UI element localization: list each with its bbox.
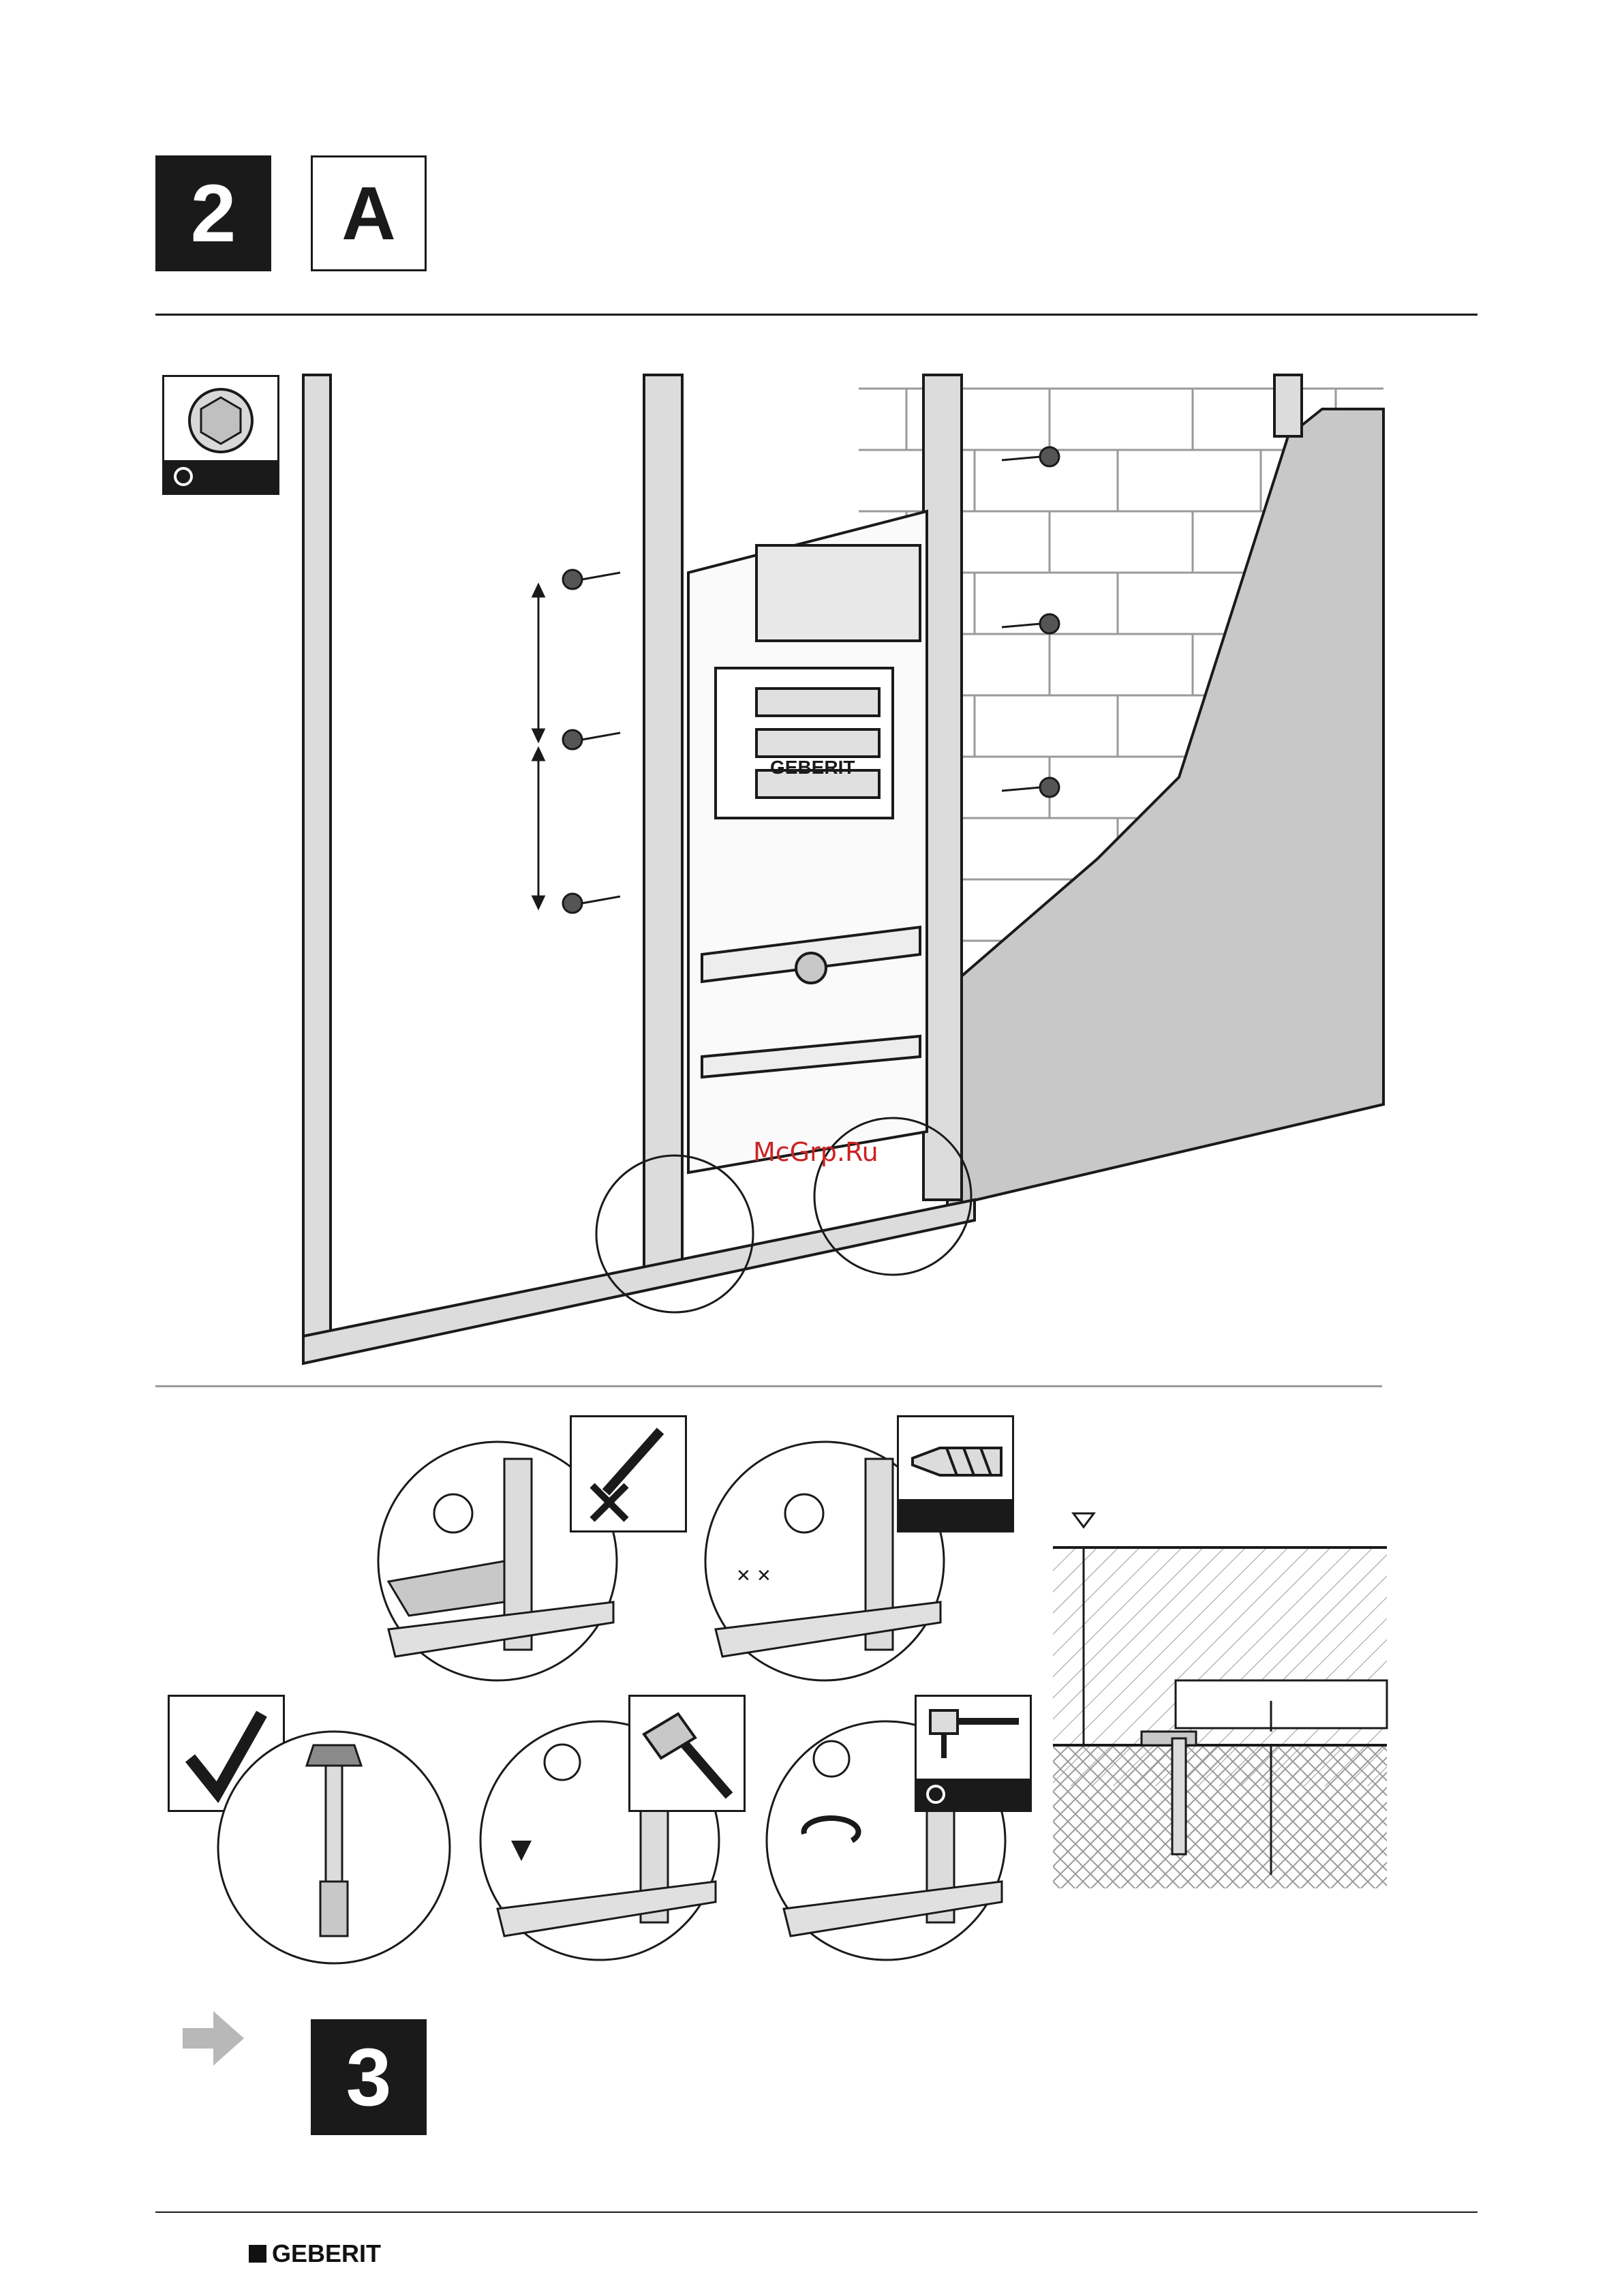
wc-module-frame (688, 511, 927, 1173)
marker-tool-box (570, 1415, 687, 1532)
logo-square-icon (249, 2245, 266, 2263)
wrench-tool-box (915, 1695, 1032, 1812)
next-step-number: 3 (346, 2030, 392, 2124)
module-brand-label: GEBERIT (770, 757, 855, 778)
main-installation-illustration: GEBERIT (293, 368, 1411, 1377)
plasterboard-panel (947, 409, 1383, 1207)
anchor-cross-section (1053, 1507, 1394, 1888)
section-divider (155, 1385, 1382, 1387)
torx-bit-icon (164, 377, 277, 493)
footer-divider (155, 2211, 1478, 2213)
right-arrow-icon (183, 2011, 244, 2066)
drill-tool-box (897, 1415, 1014, 1532)
anchor-bolt-detail (211, 1718, 457, 1977)
pencil-mark-icon (572, 1417, 685, 1530)
hammer-tool-box (628, 1695, 746, 1812)
footer-brand: GEBERIT (272, 2239, 381, 2268)
next-step-badge: 3 (311, 2019, 427, 2135)
step-number: 2 (191, 166, 236, 260)
svg-text:✕ ✕: ✕ ✕ (736, 1566, 771, 1586)
spacing-dimensions (533, 585, 544, 908)
header-divider (155, 314, 1478, 316)
watermark-text: McGrp.Ru (753, 1137, 878, 1167)
step-variant: A (341, 170, 395, 257)
hex-bit-tool-box (162, 375, 279, 495)
geberit-logo: GEBERIT (249, 2239, 381, 2268)
hammer-icon (630, 1697, 744, 1810)
step-variant-badge: A (311, 155, 427, 271)
step-number-badge: 2 (155, 155, 271, 271)
drill-bit-icon (899, 1417, 1012, 1530)
socket-wrench-icon (917, 1697, 1030, 1810)
